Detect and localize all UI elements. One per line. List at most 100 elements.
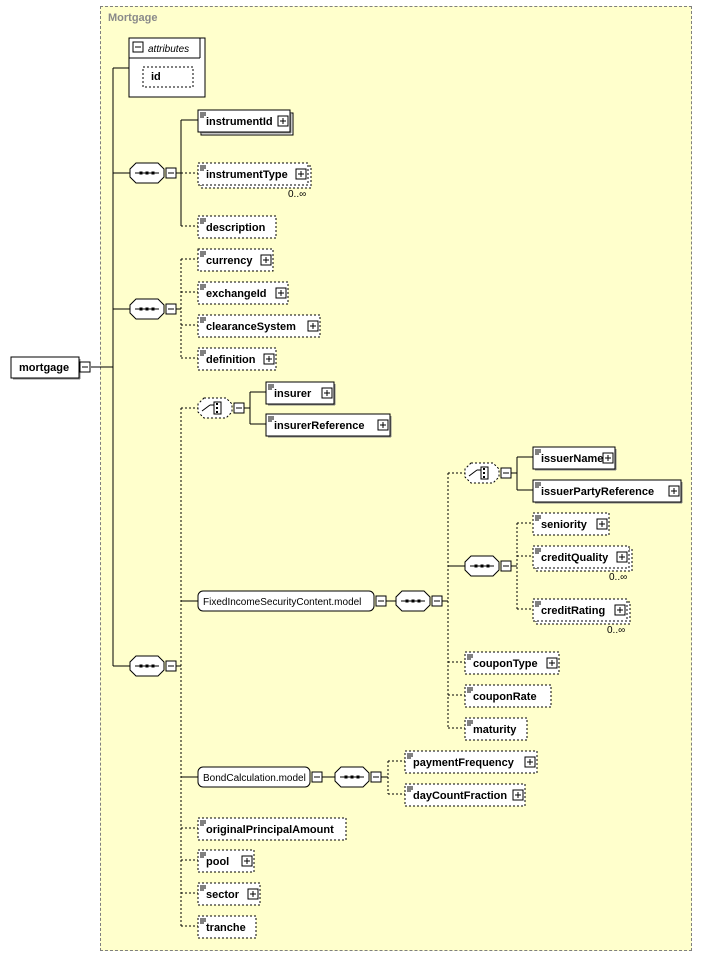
maturity-label: maturity xyxy=(473,724,517,736)
element-pool[interactable]: pool xyxy=(197,849,255,873)
attributes-group: attributes id xyxy=(128,37,206,98)
creditRating-occurrence: 0..∞ xyxy=(607,625,625,636)
group-bondCalc[interactable]: BondCalculation.model xyxy=(197,766,311,788)
element-sector[interactable]: sector xyxy=(197,882,261,906)
element-maturity[interactable]: maturity xyxy=(464,717,528,741)
bondCalc-label: BondCalculation.model xyxy=(203,773,306,784)
fixedIncome-label: FixedIncomeSecurityContent.model xyxy=(203,597,361,608)
element-clearanceSystem[interactable]: clearanceSystem xyxy=(197,314,321,338)
exchangeId-label: exchangeId xyxy=(206,288,267,300)
attribute-id[interactable]: id xyxy=(142,66,194,88)
element-couponRate[interactable]: couponRate xyxy=(464,684,552,708)
sequence-bond xyxy=(334,766,370,788)
couponType-label: couponType xyxy=(473,658,538,670)
sequence-credit-collapse-button[interactable] xyxy=(500,560,512,572)
dayCountFraction-label: dayCountFraction xyxy=(413,790,507,802)
element-couponType[interactable]: couponType xyxy=(464,651,560,675)
paymentFrequency-expand-button[interactable] xyxy=(524,756,536,768)
issuerName-expand-button[interactable] xyxy=(602,452,614,464)
element-instrumentType[interactable]: instrumentType xyxy=(197,162,312,189)
root-element-mortgage[interactable]: mortgage xyxy=(10,356,81,380)
insurer-label: insurer xyxy=(274,388,312,400)
creditRating-expand-button[interactable] xyxy=(614,604,626,616)
issuerPartyReference-expand-button[interactable] xyxy=(668,485,680,497)
creditQuality-expand-button[interactable] xyxy=(616,551,628,563)
clearanceSystem-label: clearanceSystem xyxy=(206,321,296,333)
element-insurer[interactable]: insurer xyxy=(265,381,336,406)
issuerName-label: issuerName xyxy=(541,453,603,465)
couponType-expand-button[interactable] xyxy=(546,657,558,669)
sequence-1-collapse-button[interactable] xyxy=(165,167,177,179)
sequence-3-collapse-button[interactable] xyxy=(165,660,177,672)
element-definition[interactable]: definition xyxy=(197,347,277,371)
definition-expand-button[interactable] xyxy=(263,353,275,365)
element-originalPrincipalAmount[interactable]: originalPrincipalAmount xyxy=(197,817,347,841)
creditQuality-occurrence: 0..∞ xyxy=(609,572,627,583)
choice-insurer xyxy=(197,397,233,419)
element-creditRating[interactable]: creditRating xyxy=(532,598,631,625)
seniority-label: seniority xyxy=(541,519,588,531)
originalPrincipalAmount-label: originalPrincipalAmount xyxy=(206,824,334,836)
pool-expand-button[interactable] xyxy=(241,855,253,867)
clearanceSystem-expand-button[interactable] xyxy=(307,320,319,332)
element-issuerName[interactable]: issuerName xyxy=(532,446,617,471)
issuerPartyReference-label: issuerPartyReference xyxy=(541,486,654,498)
sequence-2 xyxy=(129,298,165,320)
element-dayCountFraction[interactable]: dayCountFraction xyxy=(404,783,526,807)
element-creditQuality[interactable]: creditQuality xyxy=(532,545,633,572)
instrumentType-expand-button[interactable] xyxy=(295,168,307,180)
currency-expand-button[interactable] xyxy=(260,254,272,266)
attributes-collapse-button[interactable] xyxy=(132,41,144,53)
seniority-expand-button[interactable] xyxy=(596,518,608,530)
root-collapse-button[interactable] xyxy=(79,361,91,373)
instrumentId-expand-button[interactable] xyxy=(277,115,289,127)
bondCalc-collapse-button[interactable] xyxy=(311,771,323,783)
instrumentId-label: instrumentId xyxy=(206,116,273,128)
fixedIncome-collapse-button[interactable] xyxy=(375,595,387,607)
exchangeId-expand-button[interactable] xyxy=(275,287,287,299)
element-seniority[interactable]: seniority xyxy=(532,512,610,536)
choice-issuer xyxy=(464,462,500,484)
sequence-2-collapse-button[interactable] xyxy=(165,303,177,315)
sector-label: sector xyxy=(206,889,240,901)
element-paymentFrequency[interactable]: paymentFrequency xyxy=(404,750,538,774)
sequence-fixed-income xyxy=(395,590,431,612)
instrumentType-occurrence: 0..∞ xyxy=(288,189,306,200)
instrumentType-label: instrumentType xyxy=(206,169,288,181)
tranche-label: tranche xyxy=(206,922,246,934)
element-currency[interactable]: currency xyxy=(197,248,274,272)
element-tranche[interactable]: tranche xyxy=(197,915,257,939)
sequence-bond-collapse-button[interactable] xyxy=(370,771,382,783)
element-instrumentId[interactable]: instrumentId xyxy=(197,109,294,136)
currency-label: currency xyxy=(206,255,253,267)
sequence-3 xyxy=(129,655,165,677)
insurer-expand-button[interactable] xyxy=(321,387,333,399)
choice-insurer-collapse-button[interactable] xyxy=(233,402,245,414)
element-issuerPartyReference[interactable]: issuerPartyReference xyxy=(532,479,683,504)
choice-issuer-collapse-button[interactable] xyxy=(500,467,512,479)
creditQuality-label: creditQuality xyxy=(541,552,609,564)
couponRate-label: couponRate xyxy=(473,691,537,703)
root-label: mortgage xyxy=(19,362,69,374)
element-exchangeId[interactable]: exchangeId xyxy=(197,281,289,305)
creditRating-label: creditRating xyxy=(541,605,605,617)
group-fixedIncome[interactable]: FixedIncomeSecurityContent.model xyxy=(197,590,375,612)
element-description[interactable]: description xyxy=(197,215,277,239)
attribute-id-label: id xyxy=(151,71,161,83)
definition-label: definition xyxy=(206,354,256,366)
attributes-label: attributes xyxy=(148,44,189,55)
sequence-fixed-income-collapse-button[interactable] xyxy=(431,595,443,607)
sequence-1 xyxy=(129,162,165,184)
frame-title: Mortgage xyxy=(108,12,158,24)
pool-label: pool xyxy=(206,856,229,868)
dayCountFraction-expand-button[interactable] xyxy=(512,789,524,801)
sequence-credit xyxy=(464,555,500,577)
description-label: description xyxy=(206,222,266,234)
sector-expand-button[interactable] xyxy=(247,888,259,900)
insurerReference-label: insurerReference xyxy=(274,420,365,432)
paymentFrequency-label: paymentFrequency xyxy=(413,757,515,769)
insurerReference-expand-button[interactable] xyxy=(377,419,389,431)
element-insurerReference[interactable]: insurerReference xyxy=(265,413,392,438)
